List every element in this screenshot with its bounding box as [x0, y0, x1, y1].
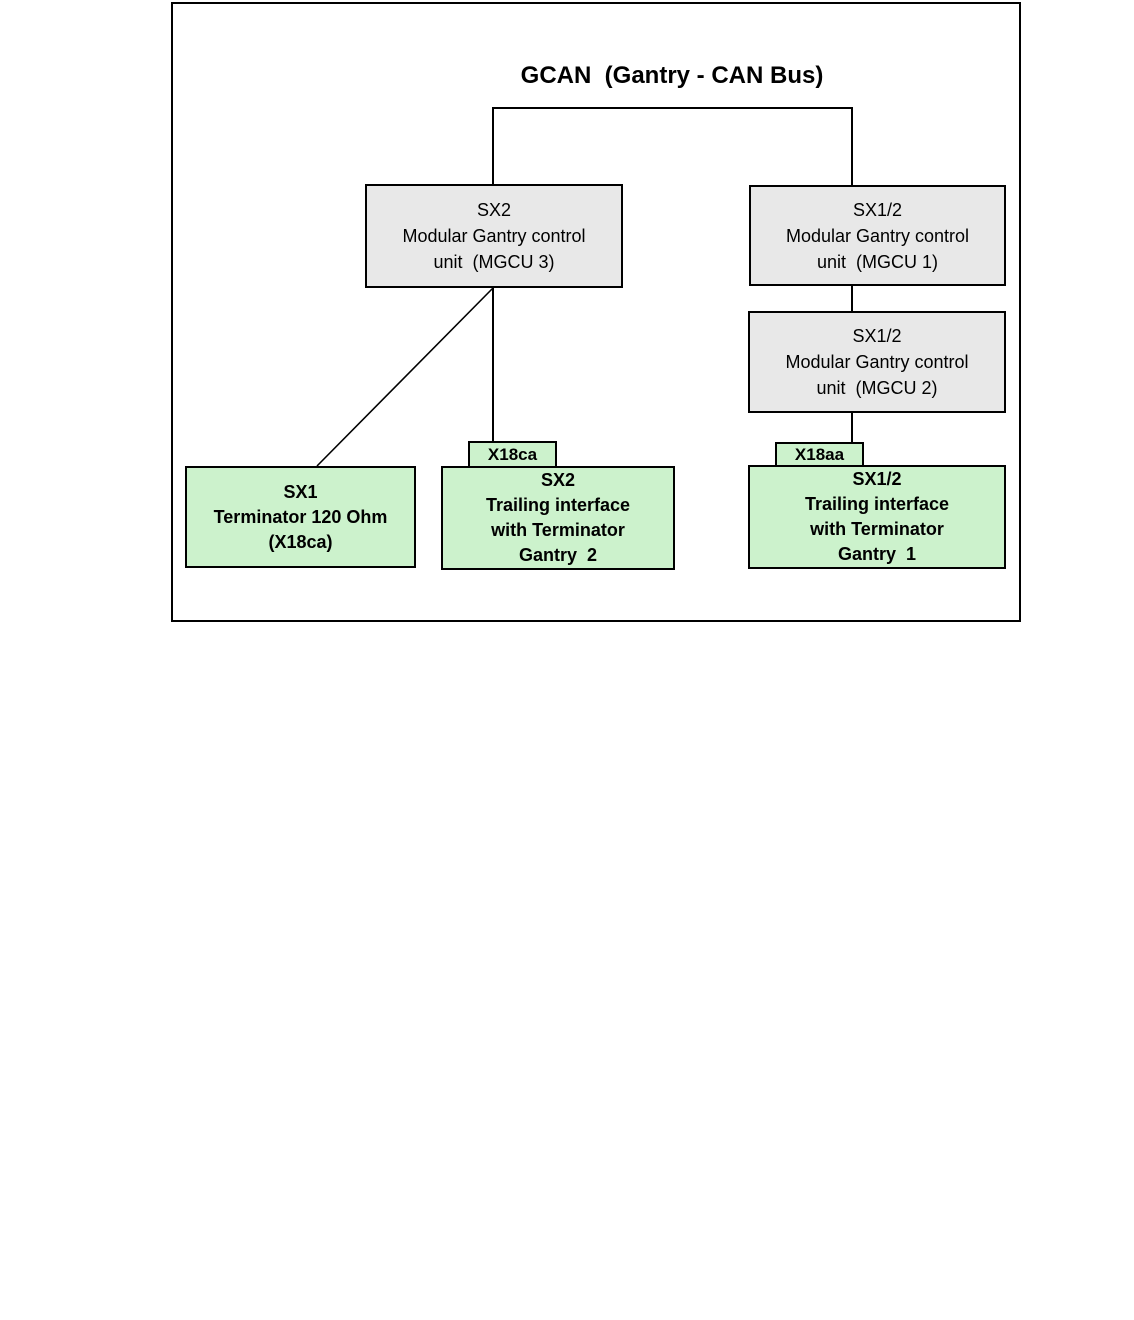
node-mgcu3-line3: unit (MGCU 3): [433, 252, 555, 272]
node-gantry1-line1: SX1/2: [852, 469, 902, 489]
diagram-title: GCAN (Gantry - CAN Bus): [520, 62, 824, 89]
node-gantry1-line2: Trailing interface: [804, 494, 950, 514]
node-mgcu1-line2: Modular Gantry control: [785, 225, 970, 246]
node-mgcu2-line1: SX1/2: [852, 326, 902, 346]
node-mgcu3-line1: SX2: [476, 200, 512, 220]
node-mgcu1-line3: unit (MGCU 1): [816, 251, 939, 272]
node-gantry1-line4: Gantry 1: [837, 544, 917, 564]
node-mgcu1-line1: SX1/2: [852, 199, 903, 220]
node-gantry2-line2: Trailing interface: [485, 495, 631, 515]
node-sx1-terminator-line2: Terminator 120 Ohm: [213, 506, 388, 527]
node-mgcu2-line2: Modular Gantry control: [785, 352, 969, 372]
node-gantry1-line3: with Terminator: [810, 519, 944, 539]
node-gantry2-interface: SX2 Trailing interface with Terminator G…: [441, 466, 675, 570]
connector-label-x18ca: X18ca: [468, 441, 557, 468]
node-sx1-terminator-line3: (X18ca): [268, 531, 333, 552]
node-gantry2-line3: with Terminator: [491, 520, 625, 540]
node-mgcu2: SX1/2 Modular Gantry control unit (MGCU …: [748, 311, 1006, 413]
node-mgcu2-line3: unit (MGCU 2): [816, 378, 938, 398]
node-mgcu3-line2: Modular Gantry control: [402, 226, 586, 246]
node-gantry1-interface: SX1/2 Trailing interface with Terminator…: [748, 465, 1006, 569]
node-mgcu1: SX1/2 Modular Gantry control unit (MGCU …: [749, 185, 1006, 286]
node-mgcu3: SX2 Modular Gantry control unit (MGCU 3): [365, 184, 623, 288]
node-sx1-terminator: SX1 Terminator 120 Ohm (X18ca): [185, 466, 416, 568]
connector-label-x18aa: X18aa: [775, 442, 864, 467]
node-sx1-terminator-line1: SX1: [283, 481, 318, 502]
node-gantry2-line1: SX2: [540, 470, 576, 490]
node-gantry2-line4: Gantry 2: [518, 545, 598, 565]
